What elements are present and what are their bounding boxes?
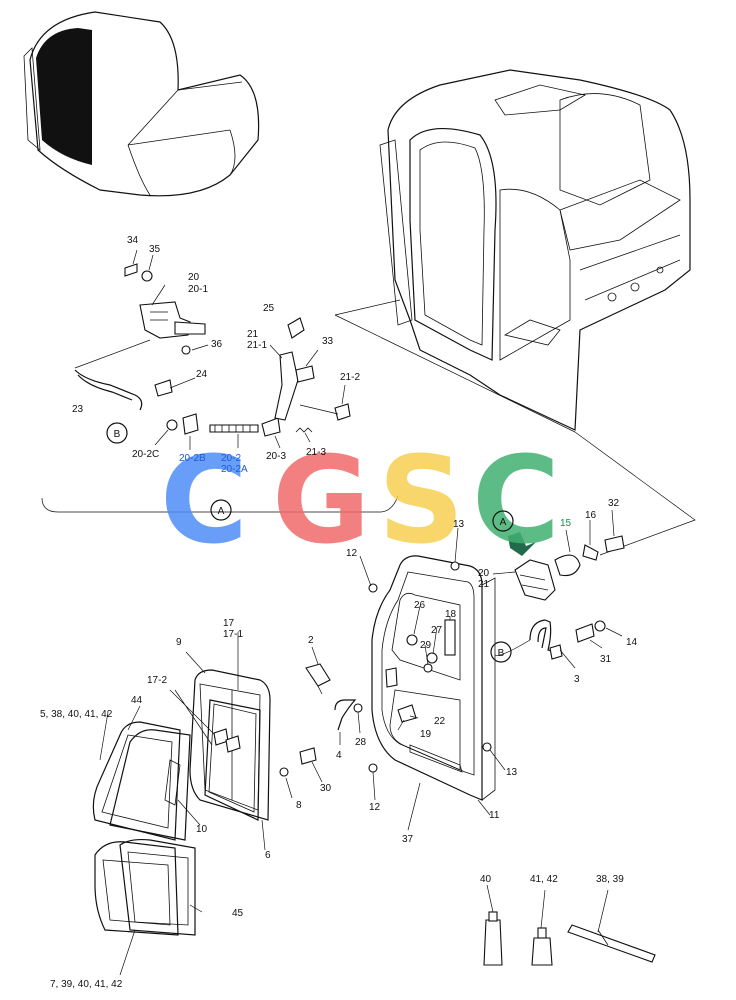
label-20-3: 20-3 xyxy=(266,451,286,462)
label-29: 29 xyxy=(420,640,432,651)
label-5-38-40-41-42: 5, 38, 40, 41, 42 xyxy=(40,709,113,720)
label-33: 33 xyxy=(322,336,334,347)
svg-text:A: A xyxy=(218,506,225,517)
label-13-top: 13 xyxy=(453,519,465,530)
callout-b-right: B xyxy=(490,641,512,663)
watermark-letter-g: G xyxy=(272,432,371,571)
label-45: 45 xyxy=(232,908,244,919)
label-21-3: 21-3 xyxy=(306,447,326,458)
label-10: 10 xyxy=(196,824,208,835)
label-21-latch: 21 xyxy=(478,579,490,590)
label-25: 25 xyxy=(263,303,275,314)
lever-assembly xyxy=(269,317,351,443)
guide-plane xyxy=(334,299,696,556)
cab-overview-thumbnail xyxy=(23,11,260,197)
label-20-2: 20-2 xyxy=(221,453,241,464)
label-36: 36 xyxy=(211,339,223,350)
label-40: 40 xyxy=(480,874,492,885)
label-21-2: 21-2 xyxy=(340,372,360,383)
svg-text:A: A xyxy=(500,517,507,528)
label-20: 20 xyxy=(188,272,200,283)
watermark-letter-s: S xyxy=(378,432,464,571)
label-41-42: 41, 42 xyxy=(530,874,558,885)
label-8: 8 xyxy=(296,800,302,811)
watermark: C G S C xyxy=(160,432,560,571)
label-15: 15 xyxy=(560,518,572,529)
label-14: 14 xyxy=(626,637,638,648)
part-labels: 34 35 20 20-1 36 24 23 20-2C 20-2B 20-2 … xyxy=(40,235,638,990)
window-assemblies xyxy=(92,632,323,976)
label-13-bottom: 13 xyxy=(506,767,518,778)
label-32: 32 xyxy=(608,498,620,509)
label-37: 37 xyxy=(402,834,414,845)
label-34: 34 xyxy=(127,235,139,246)
label-11: 11 xyxy=(489,810,500,821)
label-4: 4 xyxy=(336,750,342,761)
label-31: 31 xyxy=(600,654,612,665)
label-12-bottom: 12 xyxy=(369,802,381,813)
label-17: 17 xyxy=(223,618,235,629)
label-22: 22 xyxy=(434,716,446,727)
door-frame xyxy=(359,527,506,831)
handle-assembly xyxy=(494,619,623,669)
label-20-1: 20-1 xyxy=(188,284,208,295)
label-23: 23 xyxy=(72,404,84,415)
label-19: 19 xyxy=(420,729,432,740)
label-35: 35 xyxy=(149,244,161,255)
label-20-2a: 20-2A xyxy=(221,464,248,475)
label-24: 24 xyxy=(196,369,208,380)
label-44: 44 xyxy=(131,695,143,706)
label-3: 3 xyxy=(574,674,580,685)
label-16: 16 xyxy=(585,510,597,521)
label-9: 9 xyxy=(176,637,182,648)
door-hinge-parts xyxy=(305,646,363,745)
label-12-top: 12 xyxy=(346,548,358,559)
svg-text:B: B xyxy=(114,429,121,440)
label-17-1: 17-1 xyxy=(223,629,243,640)
callout-b-left: B xyxy=(106,422,128,444)
label-18: 18 xyxy=(445,609,457,620)
label-21: 21 xyxy=(247,329,259,340)
label-38-39: 38, 39 xyxy=(596,874,624,885)
callout-a-left: A xyxy=(210,499,232,521)
consumables xyxy=(483,884,656,966)
svg-text:B: B xyxy=(498,648,505,659)
callout-a-right: A xyxy=(492,510,514,532)
label-6: 6 xyxy=(265,850,271,861)
watermark-letter-c2: C xyxy=(472,432,560,571)
door-latch-assembly xyxy=(492,509,625,601)
latch-assembly xyxy=(74,249,281,450)
label-20-latch: 20 xyxy=(478,568,490,579)
label-26: 26 xyxy=(414,600,426,611)
label-27: 27 xyxy=(431,625,443,636)
label-28: 28 xyxy=(355,737,367,748)
watermark-letter-c1: C xyxy=(160,432,248,571)
label-2: 2 xyxy=(308,635,314,646)
cab-main-view xyxy=(379,69,691,431)
label-20-2b: 20-2B xyxy=(179,453,206,464)
label-30: 30 xyxy=(320,783,332,794)
detail-a-bracket xyxy=(41,495,399,513)
label-21-1: 21-1 xyxy=(247,340,267,351)
label-20-2c: 20-2C xyxy=(132,449,159,460)
label-17-2: 17-2 xyxy=(147,675,167,686)
label-7-39-40-41-42: 7, 39, 40, 41, 42 xyxy=(50,979,123,990)
